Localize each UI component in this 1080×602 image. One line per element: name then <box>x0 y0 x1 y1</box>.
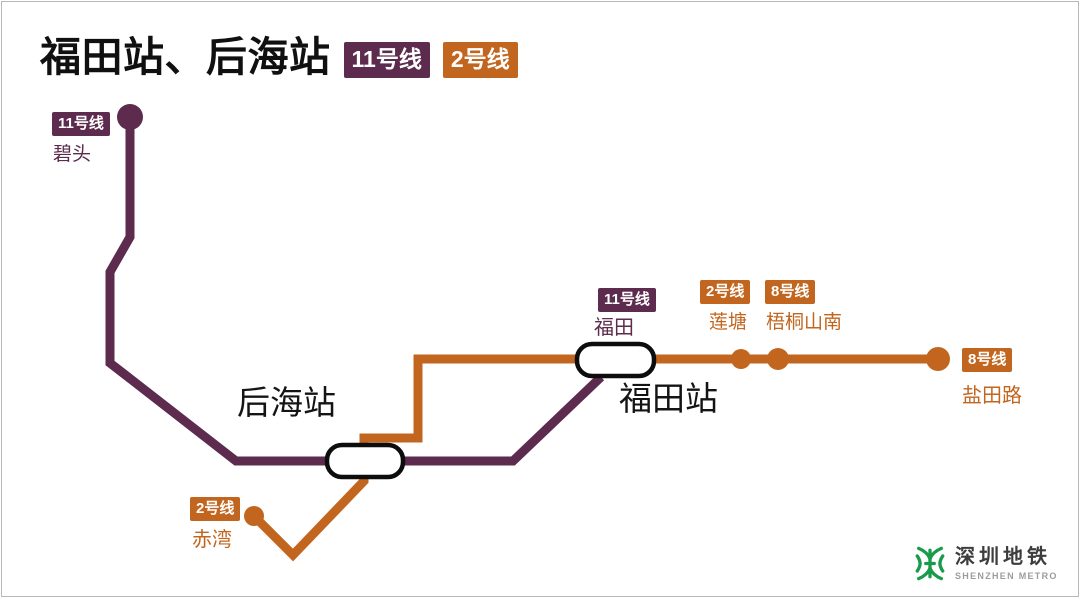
liantang-station-dot <box>731 349 751 369</box>
title-row: 福田站、后海站 11号线 2号线 <box>40 34 518 81</box>
shenzhen-metro-logo: 深圳地铁 SHENZHEN METRO <box>913 543 1058 584</box>
wutongshannan-label: 梧桐山南 <box>766 312 843 333</box>
yantianlu-terminus-dot <box>926 347 950 371</box>
futian-station-icon <box>574 341 657 379</box>
houhai-station-icon <box>324 442 406 480</box>
title-line-11-badge: 11号线 <box>343 41 430 78</box>
futian-label: 福田 <box>594 317 634 339</box>
logo-english-name: SHENZHEN METRO <box>955 571 1058 581</box>
shenzhen-metro-logo-icon <box>915 546 945 581</box>
chiwan-label: 赤湾 <box>192 529 232 551</box>
yantianlu-line-badge: 8号线 <box>962 348 1013 372</box>
line-2-8-path <box>250 354 938 562</box>
liantang-line-badge: 2号线 <box>700 280 751 304</box>
bitou-terminus-dot <box>117 104 143 130</box>
chiwan-terminus-dot <box>244 506 264 526</box>
wutongshannan-line-badge: 8号线 <box>765 280 816 304</box>
wutongshannan-station-dot <box>767 348 789 370</box>
line-11-path <box>105 117 605 466</box>
futian-line-11-badge: 11号线 <box>598 288 656 312</box>
bitou-line-badge: 11号线 <box>52 112 110 136</box>
chiwan-line-badge: 2号线 <box>190 497 241 521</box>
logo-chinese-name: 深圳地铁 <box>955 546 1051 568</box>
logo-text-block: 深圳地铁 SHENZHEN METRO <box>955 546 1058 581</box>
yantianlu-label: 盐田路 <box>962 385 1022 407</box>
page-title: 福田站、后海站 <box>40 34 331 80</box>
bitou-label: 碧头 <box>53 144 92 165</box>
liantang-label: 莲塘 <box>709 312 748 333</box>
title-line-2-badge: 2号线 <box>442 41 518 78</box>
houhai-station-label: 后海站 <box>237 384 336 421</box>
futian-station-label: 福田站 <box>619 380 718 417</box>
